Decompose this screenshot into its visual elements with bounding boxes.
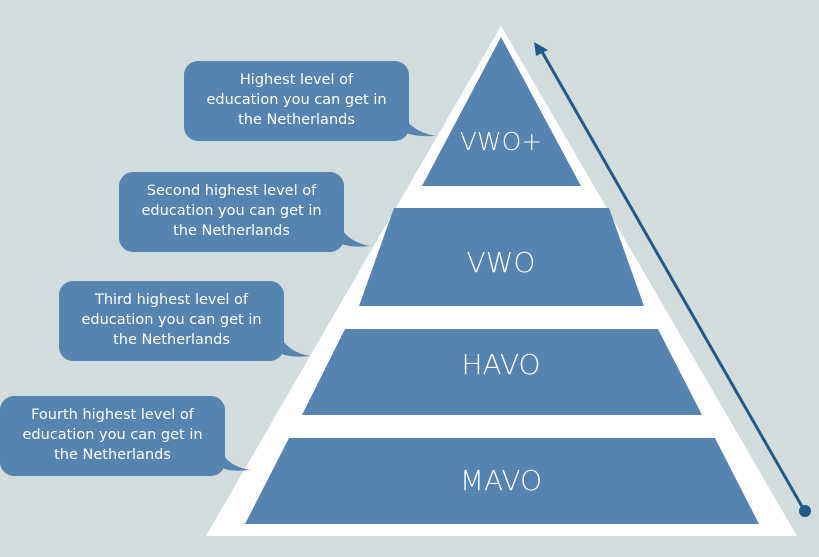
description-bubble-havo: Third highest level of education you can… <box>59 281 284 361</box>
description-line: Fourth highest level of <box>31 407 194 423</box>
layer-label-vwo: VWO <box>467 246 536 279</box>
description-bubble-vwo: Second highest level of education you ca… <box>119 172 344 252</box>
description-line: the Netherlands <box>238 112 355 128</box>
layer-havo <box>302 329 702 415</box>
description-line: the Netherlands <box>113 332 230 348</box>
layer-mavo <box>245 438 759 524</box>
description-line: the Netherlands <box>173 223 290 239</box>
arrow-up-icon <box>534 42 811 517</box>
layer-label-mavo: MAVO <box>460 464 542 497</box>
description-line: Third highest level of <box>94 292 249 308</box>
description-line: education you can get in <box>141 203 322 219</box>
layer-vwo <box>359 208 644 306</box>
description-bubble-mavo: Fourth highest level of education you ca… <box>0 396 225 476</box>
layer-label-vwo-plus: VWO+ <box>460 127 542 156</box>
description-line: the Netherlands <box>54 447 171 463</box>
description-line: education you can get in <box>206 92 387 108</box>
description-line: education you can get in <box>22 427 203 443</box>
layer-vwo-plus <box>422 37 581 186</box>
description-line: Highest level of <box>239 72 354 88</box>
description-bubble-vwo-plus: Highest level of education you can get i… <box>184 61 409 141</box>
description-line: Second highest level of <box>146 183 317 199</box>
layer-label-havo: HAVO <box>461 348 540 381</box>
description-line: education you can get in <box>81 312 262 328</box>
